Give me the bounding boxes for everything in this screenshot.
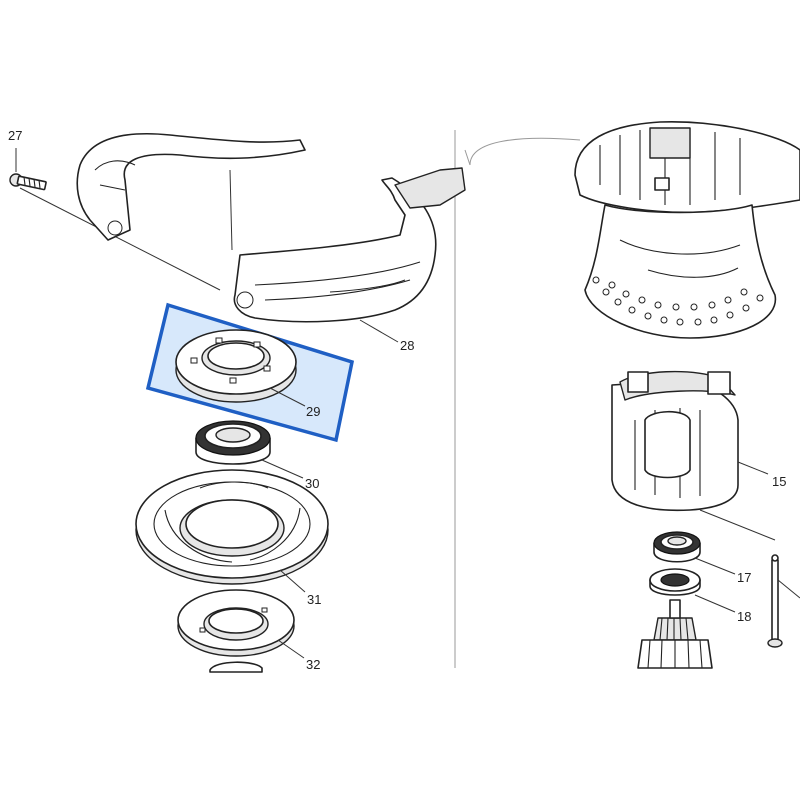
part-28-guard xyxy=(76,132,466,343)
part-18-washer xyxy=(649,568,736,613)
label-29: 29 xyxy=(306,404,320,419)
part-31-plate xyxy=(135,469,329,593)
label-18: 18 xyxy=(737,609,751,624)
label-28: 28 xyxy=(400,338,414,353)
armature-top xyxy=(637,599,713,669)
part-29-highlight xyxy=(145,302,355,443)
part-17-bearing xyxy=(653,531,736,575)
label-32: 32 xyxy=(306,657,320,672)
label-27: 27 xyxy=(8,128,22,143)
label-31: 31 xyxy=(307,592,321,607)
long-bolt xyxy=(767,554,800,648)
panel-separators xyxy=(454,130,581,668)
label-17: 17 xyxy=(737,570,751,585)
vent-holes xyxy=(592,276,764,326)
label-15: 15 xyxy=(772,474,786,489)
part-30-bearing xyxy=(195,420,304,479)
label-30: 30 xyxy=(305,476,319,491)
part-15-stator xyxy=(611,370,776,541)
part-32-flange xyxy=(177,589,305,673)
part-27-screw xyxy=(9,148,221,291)
motor-housing xyxy=(574,121,800,339)
